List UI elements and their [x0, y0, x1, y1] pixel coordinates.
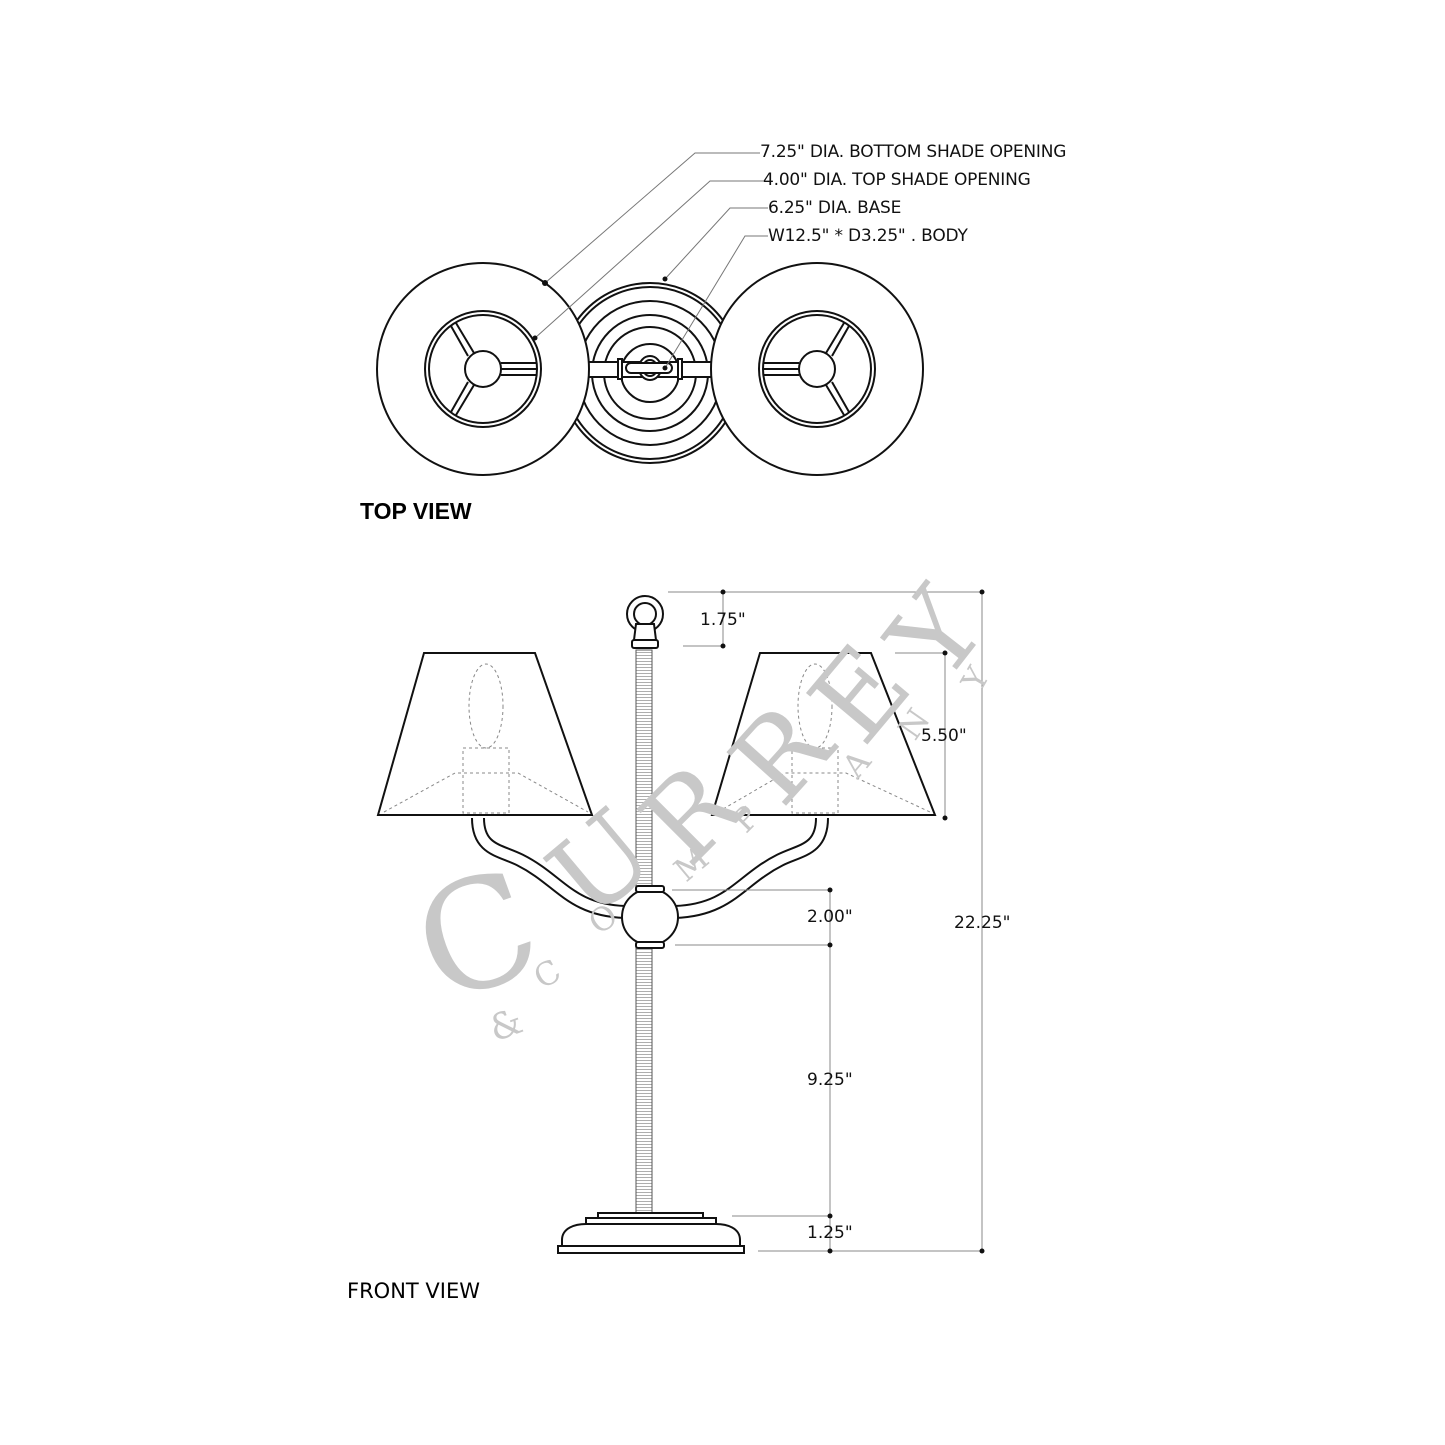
dim-hub-height: 2.00" — [807, 907, 853, 927]
top-view-title: TOP VIEW — [360, 498, 472, 524]
dim-stem-height: 9.25" — [807, 1070, 853, 1090]
callout-shade-bottom: 7.25" DIA. BOTTOM SHADE OPENING — [760, 142, 1067, 162]
hub-sphere — [621, 885, 679, 949]
arms — [471, 817, 829, 919]
shade-right-top — [710, 262, 924, 476]
dimension-dots — [720, 589, 985, 1254]
leader-dots — [532, 276, 668, 371]
dim-overall-height: 22.25" — [954, 913, 1011, 933]
front-view-title: FRONT VIEW — [347, 1279, 481, 1303]
shade-right-front — [710, 652, 937, 816]
dim-base-height: 1.25" — [807, 1223, 853, 1243]
front-view-drawing — [376, 589, 985, 1254]
base-front — [557, 1212, 745, 1254]
dimension-lines — [668, 591, 983, 1252]
dim-ring-height: 1.75" — [700, 610, 746, 630]
callout-shade-top: 4.00" DIA. TOP SHADE OPENING — [763, 170, 1031, 190]
callout-body: W12.5" * D3.25" . BODY — [768, 226, 968, 246]
top-view-drawing — [376, 152, 924, 476]
callout-leaders — [534, 152, 768, 369]
callout-base: 6.25" DIA. BASE — [768, 198, 902, 218]
hanging-ring — [626, 595, 664, 649]
shade-left-front — [376, 652, 594, 816]
dim-shade-height: 5.50" — [921, 726, 967, 746]
shade-left-top — [376, 262, 590, 476]
